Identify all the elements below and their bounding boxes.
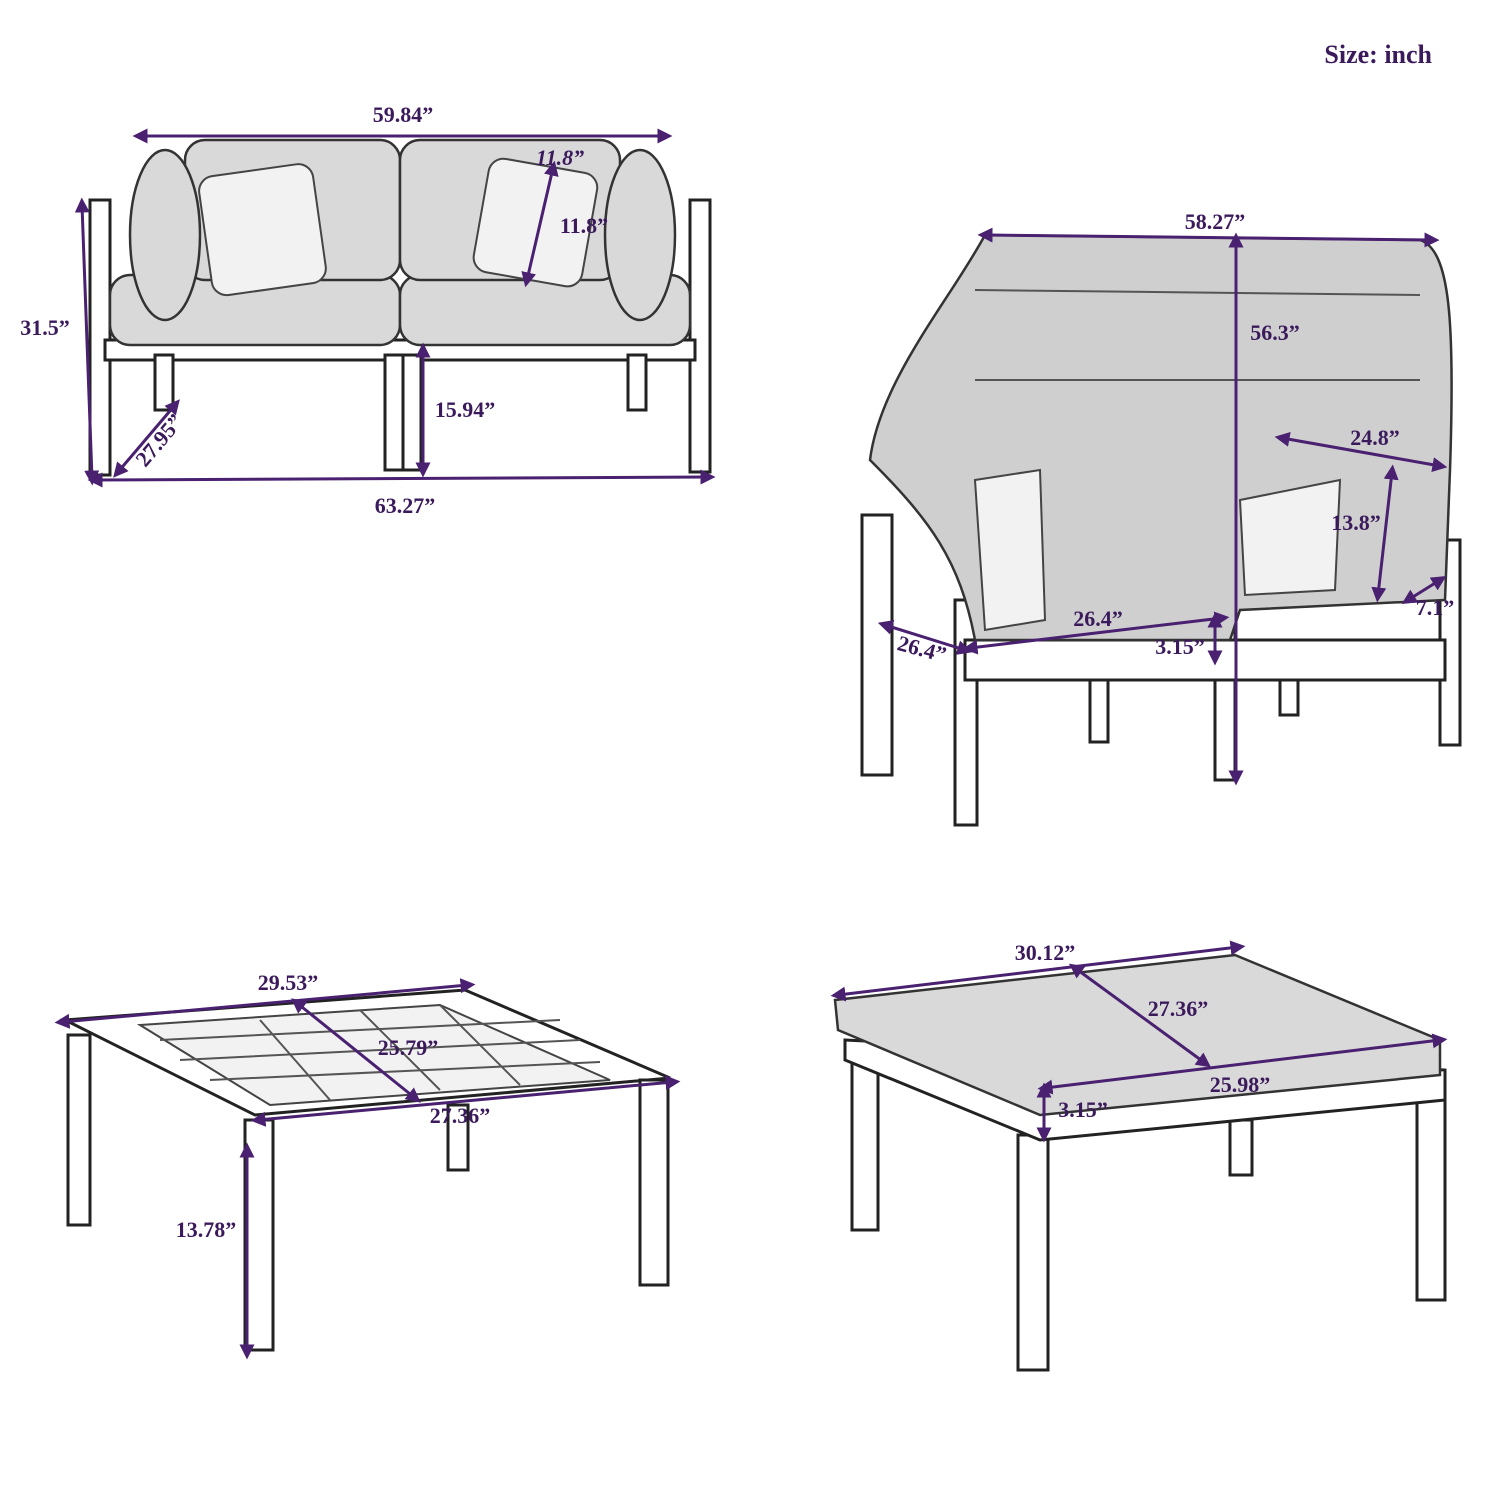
table-front-width-arrow — [250, 1075, 681, 1127]
sofa-seat-width: 26.4” — [1073, 606, 1123, 631]
ottoman-front-width-arrow — [1037, 1033, 1448, 1095]
table-height: 13.78” — [176, 1217, 237, 1242]
sofa-pillow-depth-arrow — [1401, 576, 1447, 604]
loveseat-height-arrow — [74, 197, 100, 486]
loveseat-pillow-width: 11.8” — [536, 145, 584, 170]
covered-sofa-drawing — [860, 233, 1462, 827]
loveseat-height: 31.5” — [20, 315, 70, 340]
loveseat-depth: 27.95” — [130, 409, 188, 471]
size-unit-label: Size: inch — [1324, 40, 1432, 69]
table-back-width-arrow — [54, 978, 476, 1029]
loveseat-depth-arrow — [113, 399, 180, 478]
loveseat-width-top: 59.84” — [373, 102, 434, 127]
loveseat-width-total: 63.27” — [375, 493, 436, 518]
table-back-width: 29.53” — [258, 970, 319, 995]
loveseat-width-total-arrow — [87, 469, 716, 488]
loveseat-pillow-height: 11.8” — [560, 213, 608, 238]
sofa-pillow-height-arrow — [1371, 464, 1399, 603]
sofa-cushion-thickness: 3.15” — [1155, 634, 1205, 659]
sofa-pillow-width-arrow — [1274, 431, 1448, 473]
sofa-seat-width-arrow — [962, 611, 1230, 655]
sofa-pillow-width: 24.8” — [1350, 425, 1400, 450]
loveseat-drawing — [88, 138, 712, 477]
sofa-seat-depth-arrow — [877, 620, 973, 655]
loveseat-pillow-arrow — [521, 160, 559, 288]
sofa-pillow-depth: 7.1” — [1416, 595, 1455, 620]
ottoman-cushion-thickness: 3.15” — [1058, 1097, 1108, 1122]
sofa-cover-width-arrow — [977, 227, 1440, 248]
sofa-pillow-height: 13.8” — [1331, 510, 1381, 535]
ottoman-width: 30.12” — [1015, 940, 1076, 965]
table-front-width: 27.36” — [430, 1103, 491, 1128]
ottoman-depth: 27.36” — [1148, 996, 1209, 1021]
coffee-table-drawing — [59, 988, 671, 1352]
ottoman-width-arrow — [830, 940, 1246, 1002]
sofa-height: 56.3” — [1250, 320, 1300, 345]
sofa-seat-depth: 26.4” — [895, 630, 949, 667]
loveseat-seat-height: 15.94” — [435, 397, 496, 422]
ottoman-front-width: 25.98” — [1210, 1072, 1271, 1097]
table-diagonal: 25.79” — [378, 1035, 439, 1060]
sofa-cover-width: 58.27” — [1185, 209, 1246, 234]
